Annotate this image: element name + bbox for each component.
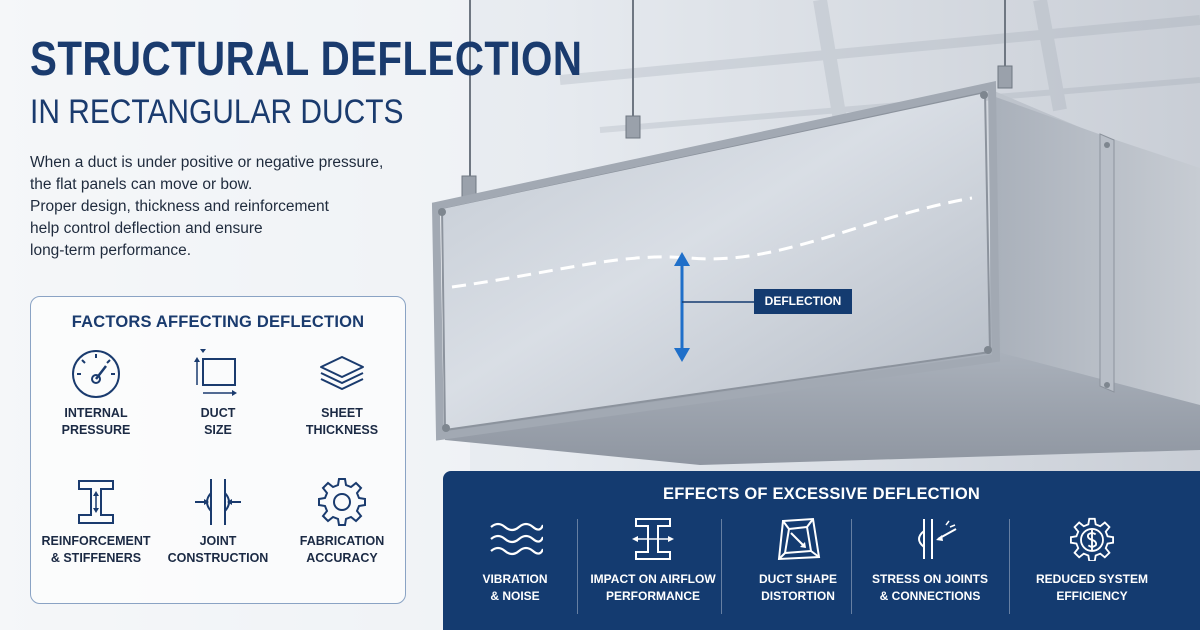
effect-joint-stress: STRESS ON JOINTS & CONNECTIONS [860, 517, 1000, 605]
i-beam-icon [78, 480, 114, 524]
effect-line2: PERFORMANCE [605, 589, 700, 603]
effect-efficiency: REDUCED SYSTEM EFFICIENCY [1022, 517, 1162, 605]
factor-joint-construction: JOINT CONSTRUCTION [157, 475, 279, 567]
intro-line: long-term performance. [30, 242, 192, 259]
intro-line: When a duct is under positive or negativ… [30, 154, 384, 171]
effect-line1: DUCT SHAPE [758, 572, 837, 586]
factor-line2: PRESSURE [61, 423, 131, 437]
divider [721, 519, 722, 614]
effect-line1: REDUCED SYSTEM [1035, 572, 1148, 586]
factor-line1: JOINT [199, 534, 237, 548]
effect-line2: & NOISE [490, 589, 540, 603]
factor-line1: SHEET [321, 406, 363, 420]
dollar-gear-icon [1070, 517, 1114, 561]
factor-internal-pressure: INTERNAL PRESSURE [35, 347, 157, 439]
distorted-box-icon [777, 517, 821, 561]
factor-reinforcement: REINFORCEMENT & STIFFENERS [35, 475, 157, 567]
effect-vibration: VIBRATION & NOISE [445, 517, 585, 605]
page-subtitle: IN RECTANGULAR DUCTS [30, 93, 404, 131]
factors-panel: FACTORS AFFECTING DEFLECTION INTERNAL PRE… [30, 296, 406, 604]
airflow-beam-icon [632, 518, 674, 560]
effect-line2: DISTORTION [761, 589, 835, 603]
effects-panel: EFFECTS OF EXCESSIVE DEFLECTION VIBRATIO… [443, 471, 1200, 630]
factor-duct-size: DUCT SIZE [157, 347, 279, 439]
factor-line2: & STIFFENERS [50, 551, 142, 565]
factor-line2: ACCURACY [306, 551, 378, 565]
factors-heading: FACTORS AFFECTING DEFLECTION [71, 313, 365, 331]
effect-line1: IMPACT ON AIRFLOW [590, 572, 716, 586]
factor-fabrication-accuracy: FABRICATION ACCURACY [281, 475, 403, 567]
effect-line1: VIBRATION [482, 572, 548, 586]
effect-line2: EFFICIENCY [1056, 589, 1128, 603]
pressure-gauge-icon [72, 350, 120, 398]
joint-stress-icon [918, 519, 957, 559]
effect-airflow: IMPACT ON AIRFLOW PERFORMANCE [583, 517, 723, 605]
sheet-layers-icon [320, 356, 364, 390]
factor-line1: DUCT [200, 406, 236, 420]
effect-line2: & CONNECTIONS [879, 589, 981, 603]
effect-line1: STRESS ON JOINTS [871, 572, 989, 586]
factor-line2: THICKNESS [305, 423, 379, 437]
divider [1009, 519, 1010, 614]
duct-size-icon [194, 349, 237, 396]
waves-icon [490, 522, 543, 556]
page-title: STRUCTURAL DEFLECTION [30, 33, 583, 86]
deflection-label: DEFLECTION [754, 289, 852, 314]
divider [577, 519, 578, 614]
effects-heading: EFFECTS OF EXCESSIVE DEFLECTION [663, 485, 980, 503]
factor-line1: REINFORCEMENT [41, 534, 151, 548]
factor-sheet-thickness: SHEET THICKNESS [281, 347, 403, 439]
divider [851, 519, 852, 614]
effect-distortion: DUCT SHAPE DISTORTION [728, 517, 868, 605]
factor-line1: INTERNAL [64, 406, 128, 420]
intro-paragraph: When a duct is under positive or negativ… [30, 152, 430, 262]
factor-line2: CONSTRUCTION [167, 551, 269, 565]
joint-icon [195, 479, 241, 525]
gear-icon [318, 478, 366, 526]
factor-line2: SIZE [204, 423, 232, 437]
intro-line: help control deflection and ensure [30, 220, 263, 237]
factor-line1: FABRICATION [299, 534, 385, 548]
intro-line: the flat panels can move or bow. [30, 176, 253, 193]
intro-line: Proper design, thickness and reinforceme… [30, 198, 329, 215]
